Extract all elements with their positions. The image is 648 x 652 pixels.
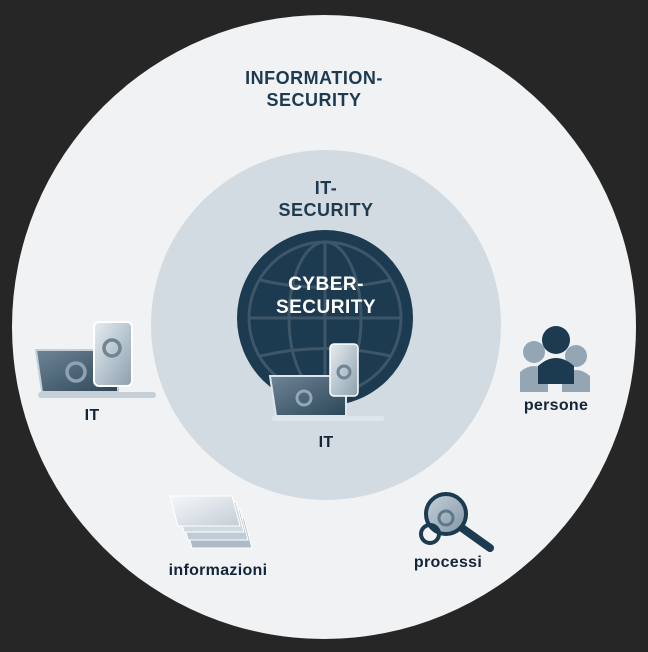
cyber-security-line2: SECURITY: [275, 296, 377, 318]
information-security-title: INFORMATION- SECURITY: [204, 68, 424, 111]
informazioni-label: informazioni: [168, 562, 268, 579]
it-security-line2: SECURITY: [278, 199, 374, 220]
information-security-line2: SECURITY: [266, 89, 362, 110]
documents-stack-icon: [169, 495, 253, 549]
outer-it-laptop-phone-gear-icon: [34, 321, 156, 398]
people-icon: [520, 326, 590, 392]
information-security-line1: INFORMATION-: [245, 68, 383, 88]
it-security-line1: IT-: [314, 178, 338, 198]
cyber-security-line1: CYBER-: [288, 274, 364, 295]
persone-label: persone: [523, 397, 589, 414]
outer-it-label: IT: [84, 407, 100, 424]
processi-label: processi: [413, 554, 483, 571]
inner-it-laptop-phone-gear-icon: [268, 343, 384, 421]
it-security-title: IT- SECURITY: [246, 178, 406, 221]
cyber-security-title: CYBER- SECURITY: [246, 274, 406, 320]
magnifier-gear-icon: [419, 492, 494, 552]
inner-it-label: IT: [318, 434, 334, 451]
